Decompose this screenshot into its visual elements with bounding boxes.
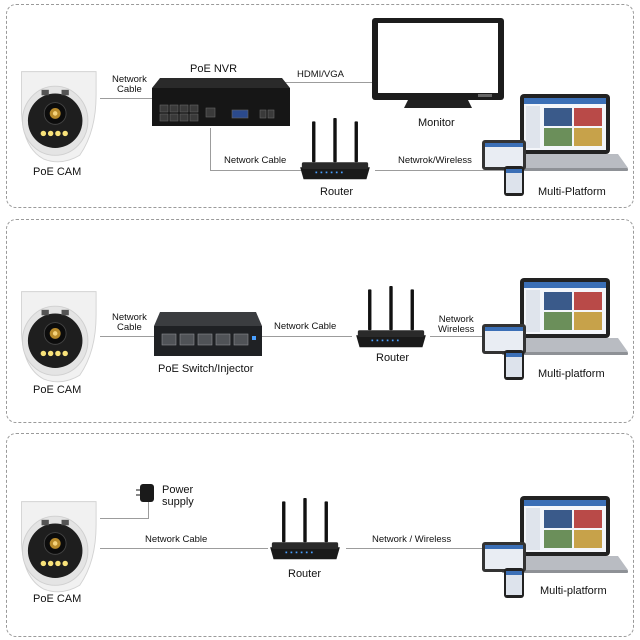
cam-label: PoE CAM	[33, 166, 82, 178]
nvr-icon	[150, 78, 290, 130]
wire-cam-nvr	[100, 98, 158, 100]
wire-power-cam	[100, 518, 149, 520]
wire-cam-router	[100, 548, 268, 550]
hdmi-vga-label: HDMI/VGA	[297, 69, 344, 80]
wire-nvr-monitor	[285, 82, 377, 84]
platform-label: Multi-Platform	[538, 186, 606, 198]
router-icon	[348, 286, 434, 354]
cam-router-cable-label: Network Cable	[145, 534, 208, 545]
panel-standalone-setup	[6, 433, 634, 637]
wireless-label: Netwrok/Wireless	[398, 155, 472, 166]
poe-switch-icon	[154, 312, 262, 360]
router-label: Router	[288, 568, 322, 580]
cam-switch-cable-label: Network Cable	[112, 312, 147, 333]
monitor-label: Monitor	[418, 117, 455, 129]
wire-nvr-router	[210, 170, 302, 172]
router-icon	[262, 498, 348, 566]
platform-label: Multi-platform	[538, 368, 605, 380]
dome-camera-icon	[14, 68, 100, 168]
wire-router-platform	[375, 170, 505, 172]
wire-cam-switch	[100, 336, 158, 338]
router-label: Router	[376, 352, 410, 364]
wire-switch-router	[262, 336, 352, 338]
wire-router-platform-2	[430, 336, 508, 338]
wire-power-down	[148, 502, 150, 518]
cam-label: PoE CAM	[33, 384, 82, 396]
router-icon	[292, 118, 378, 186]
monitor-icon	[372, 18, 504, 110]
dome-camera-icon	[14, 288, 100, 388]
switch-router-cable-label: Network Cable	[274, 321, 337, 332]
switch-label: PoE Switch/Injector	[158, 363, 254, 375]
router-label: Router	[320, 186, 354, 198]
cam-nvr-cable-label: Network Cable	[112, 74, 147, 95]
power-supply-label: Power supply	[162, 484, 194, 508]
platform-label: Multi-platform	[540, 585, 607, 597]
panel-poe-switch-setup	[6, 219, 634, 423]
dome-camera-icon	[14, 498, 100, 598]
power-adapter-icon	[136, 482, 160, 504]
wire-router-platform-3	[346, 548, 508, 550]
nvr-router-cable-label: Network Cable	[224, 155, 287, 166]
nvr-label: PoE NVR	[190, 63, 238, 75]
wireless-label: Network Wireless	[438, 314, 475, 335]
cam-label: PoE CAM	[33, 593, 82, 605]
wire-nvr-down	[210, 128, 212, 170]
wireless-label: Network / Wireless	[372, 534, 452, 545]
panel-poe-nvr-setup	[6, 4, 634, 208]
